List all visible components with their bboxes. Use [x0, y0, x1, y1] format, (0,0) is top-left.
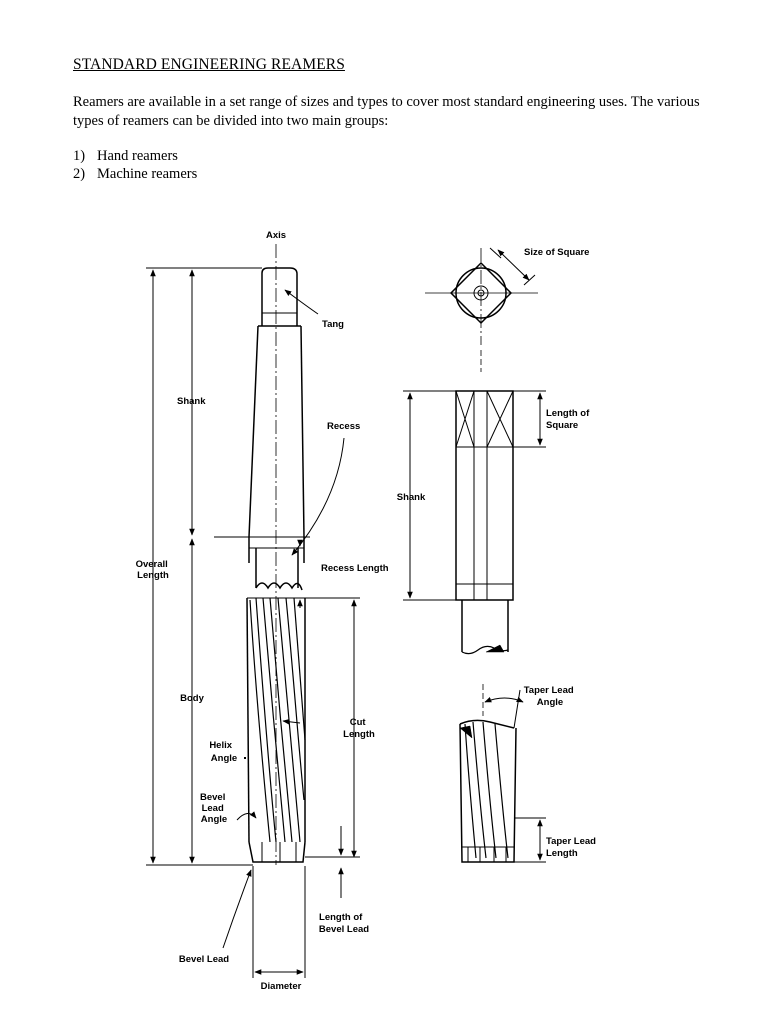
- page-heading: STANDARD ENGINEERING REAMERS: [73, 56, 345, 73]
- label-bevel-lead-angle: Bevel Lead Angle: [200, 792, 228, 825]
- label-length-of-square: Length of Square: [546, 408, 592, 431]
- list-number: 1): [73, 148, 86, 164]
- list-item: 1) Hand reamers: [73, 147, 197, 165]
- label-taper-lead-angle: Taper Lead Angle: [524, 685, 577, 708]
- list-item: 2) Machine reamers: [73, 165, 197, 183]
- label-cut-length: Cut Length: [343, 717, 375, 740]
- label-size-of-square: Size of Square: [524, 247, 589, 258]
- label-length-of-bevel-lead: Length of Bevel Lead: [319, 912, 369, 935]
- label-shank-right: Shank: [397, 492, 426, 503]
- main-reamer-drawing: [214, 244, 310, 865]
- label-overall-length: Overall Length: [136, 559, 171, 581]
- label-tang: Tang: [322, 319, 344, 330]
- taper-lead-view: [459, 684, 517, 863]
- label-helix-angle: Helix Angle: [209, 740, 237, 764]
- label-diameter: Diameter: [261, 981, 302, 992]
- label-recess: Recess: [327, 421, 360, 432]
- list-label: Machine reamers: [97, 166, 198, 182]
- label-taper-lead-length: Taper Lead Length: [546, 836, 599, 859]
- dimension-lines-taper: [484, 689, 546, 863]
- list-number: 2): [73, 166, 86, 182]
- label-body: Body: [180, 693, 204, 704]
- shank-side-view: [455, 350, 514, 655]
- list-label: Hand reamers: [97, 148, 178, 164]
- dimension-lines-left: [146, 267, 360, 978]
- label-axis: Axis: [266, 230, 286, 241]
- square-end-view: [425, 247, 538, 345]
- label-shank: Shank: [177, 396, 206, 407]
- label-recess-length: Recess Length: [321, 563, 389, 574]
- dimension-lines-right: [403, 390, 546, 601]
- label-bevel-lead: Bevel Lead: [179, 954, 229, 965]
- reamer-groups-list: 1) Hand reamers 2) Machine reamers: [73, 147, 197, 183]
- intro-paragraph: Reamers are available in a set range of …: [73, 94, 700, 129]
